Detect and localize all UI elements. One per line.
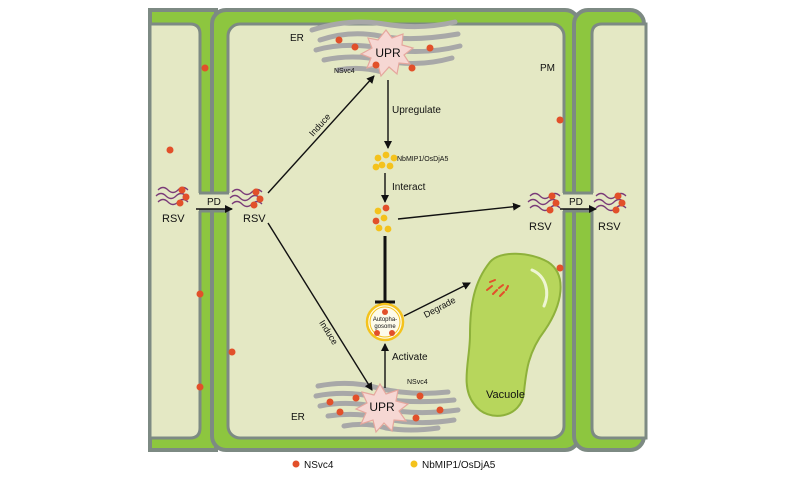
right-cell-cytoplasm <box>590 22 648 440</box>
upr-burst-bottom <box>354 382 410 434</box>
rsv-label-right: RSV <box>529 221 552 233</box>
nbmip1-cluster <box>372 151 398 171</box>
pd-channel-left <box>198 193 230 211</box>
degrade-arrow <box>403 282 471 317</box>
pm-label: PM <box>540 63 555 74</box>
legend-nbmip-label: NbMIP1/OsDjA5 <box>422 460 496 471</box>
er-label-top: ER <box>290 33 304 44</box>
vacuole-highlight <box>530 268 549 308</box>
left-cell-cytoplasm <box>148 22 202 440</box>
rsv-virus-center <box>229 188 264 209</box>
nsvc4-label-bottom: NSvc4 <box>407 379 428 386</box>
legend-nbmip-swatch <box>410 460 418 468</box>
interact-label: Interact <box>392 182 426 193</box>
activate-label: Activate <box>392 352 428 363</box>
nbmip-label: NbMIP1/OsDjA5 <box>397 156 448 163</box>
nsvc4-dots <box>166 36 564 422</box>
legend: NSvc4 NbMIP1/OsDjA5 <box>292 460 496 471</box>
legend-nsvc4-swatch <box>292 460 300 468</box>
vacuole <box>465 252 562 417</box>
movement-arrow <box>397 202 521 220</box>
upregulate-label: Upregulate <box>392 105 441 116</box>
induce-arrow-bottom <box>267 222 373 391</box>
autophagosome-label-2: gosome <box>374 324 396 330</box>
rsv-label-far-right: RSV <box>598 221 621 233</box>
upr-label-bottom: UPR <box>369 400 395 414</box>
rsv-virus-far-right <box>593 192 627 214</box>
pd-label-right: PD <box>569 197 583 208</box>
pd-label-left: PD <box>207 197 221 208</box>
rsv-label-left: RSV <box>162 213 185 225</box>
er-label-bottom: ER <box>291 412 305 423</box>
nsvc4-label-top: NSvc4 <box>334 68 355 75</box>
vacuole-degraded-fragments <box>486 279 509 297</box>
rsv-virus-right <box>527 192 561 214</box>
rsv-label-center: RSV <box>243 213 266 225</box>
upr-label-top: UPR <box>375 46 401 60</box>
induce-arrow-top <box>267 75 375 194</box>
autophagosome-inner <box>369 306 401 338</box>
pd-channel-right <box>562 193 594 211</box>
autophagosome-label-1: Autopha- <box>373 317 397 323</box>
vacuole-label: Vacuole <box>486 389 525 401</box>
nsvc4-nbmip-complex <box>372 204 392 233</box>
legend-nsvc4-label: NSvc4 <box>304 460 334 471</box>
rsv-virus-left <box>155 186 190 207</box>
plasmodesmata <box>198 191 594 213</box>
